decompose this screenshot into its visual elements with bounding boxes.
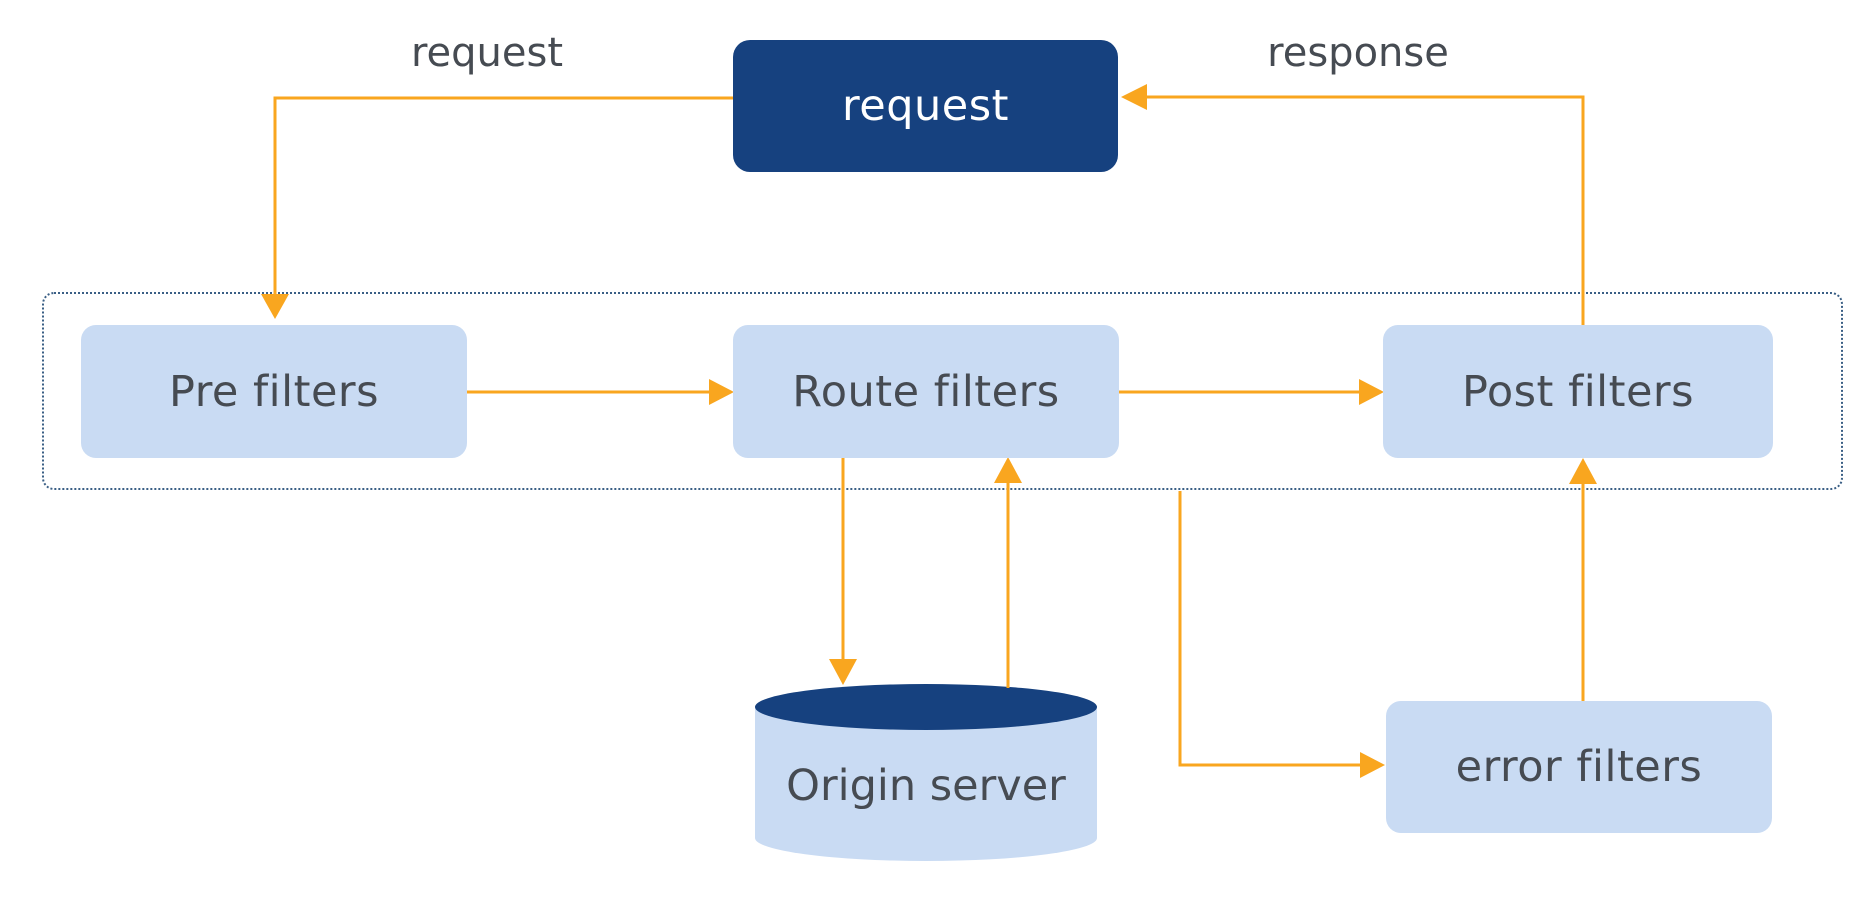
node-request: request (733, 40, 1118, 172)
arrow-route-to-post (1119, 379, 1384, 405)
arrow-origin-to-route (994, 457, 1022, 688)
arrow-error-to-post (1569, 458, 1597, 701)
cylinder-body (755, 707, 1097, 861)
node-route-filters: Route filters (733, 325, 1119, 458)
edge-label-request: request (410, 30, 564, 76)
filter-chain-container (42, 292, 1843, 490)
arrow-route-to-origin (829, 458, 857, 685)
node-post-filters-label: Post filters (1461, 366, 1695, 417)
node-request-label: request (842, 81, 1009, 131)
node-pre-filters: Pre filters (81, 325, 467, 458)
arrow-request-to-pre-filters (261, 96, 733, 319)
arrow-pre-to-route (467, 379, 734, 405)
arrow-chain-to-error-filters (1178, 491, 1385, 778)
cylinder-top (755, 684, 1097, 730)
arrow-post-to-request-response (1121, 84, 1585, 325)
edge-label-response: response (1267, 30, 1449, 76)
node-error-filters-label: error filters (1455, 742, 1703, 792)
origin-server-cylinder (755, 684, 1097, 861)
node-route-filters-label: Route filters (792, 366, 1060, 417)
node-pre-filters-label: Pre filters (169, 366, 379, 417)
node-origin-server-label: Origin server (786, 760, 1066, 811)
node-error-filters: error filters (1386, 701, 1772, 833)
node-origin-server: Origin server (755, 728, 1097, 843)
node-post-filters: Post filters (1383, 325, 1773, 458)
